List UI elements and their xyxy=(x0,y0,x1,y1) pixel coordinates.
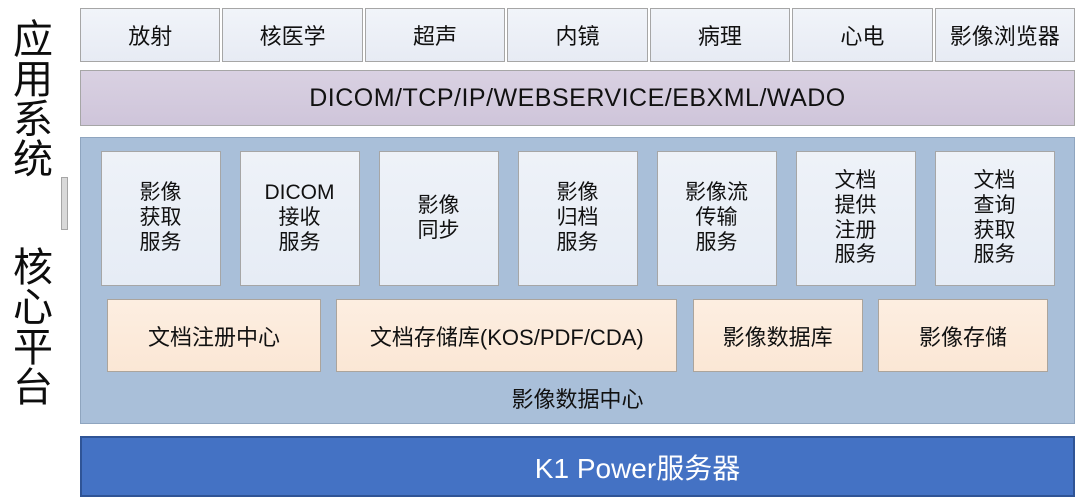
service-box-image-archive: 影像 归档 服务 xyxy=(517,151,638,286)
services-row: 影像 获取 服务 DICOM 接收 服务 影像 同步 影像 归档 服务 影像流 … xyxy=(81,151,1074,286)
side-label-core-platform: 核心平台 xyxy=(13,246,53,410)
data-stores-row: 文档注册中心 文档存储库(KOS/PDF/CDA) 影像数据库 影像存储 xyxy=(81,299,1074,372)
service-box-image-acquisition: 影像 获取 服务 xyxy=(100,151,221,286)
left-edge-tab xyxy=(61,177,68,230)
store-box-document-repository: 文档存储库(KOS/PDF/CDA) xyxy=(336,299,678,372)
image-data-center-label: 影像数据中心 xyxy=(511,387,644,412)
app-tab-ultrasound: 超声 xyxy=(364,8,506,62)
store-box-document-registry: 文档注册中心 xyxy=(107,299,321,372)
side-label-application-systems: 应用系统 xyxy=(13,18,53,182)
application-systems-row: 放射 核医学 超声 内镜 病理 心电 影像浏览器 xyxy=(80,8,1075,62)
service-box-image-streaming: 影像流 传输 服务 xyxy=(656,151,777,286)
app-tab-image-viewer: 影像浏览器 xyxy=(934,8,1075,62)
server-bar: K1 Power服务器 xyxy=(80,436,1075,497)
service-box-dicom-receive: DICOM 接收 服务 xyxy=(239,151,360,286)
service-box-document-query-retrieve: 文档 查询 获取 服务 xyxy=(934,151,1055,286)
app-tab-radiology: 放射 xyxy=(80,8,221,62)
store-box-image-database: 影像数据库 xyxy=(692,299,863,372)
service-box-image-sync: 影像 同步 xyxy=(378,151,499,286)
app-tab-pathology: 病理 xyxy=(649,8,791,62)
core-platform-panel: 影像 获取 服务 DICOM 接收 服务 影像 同步 影像 归档 服务 影像流 … xyxy=(80,137,1075,424)
server-bar-label: K1 Power服务器 xyxy=(534,452,741,484)
service-box-document-provide-register: 文档 提供 注册 服务 xyxy=(795,151,916,286)
protocol-bar: DICOM/TCP/IP/WEBSERVICE/EBXML/WADO xyxy=(80,70,1075,126)
app-tab-endoscopy: 内镜 xyxy=(507,8,648,62)
app-tab-ecg: 心电 xyxy=(792,8,933,62)
store-box-image-storage: 影像存储 xyxy=(877,299,1048,372)
app-tab-nuclear-medicine: 核医学 xyxy=(222,8,363,62)
